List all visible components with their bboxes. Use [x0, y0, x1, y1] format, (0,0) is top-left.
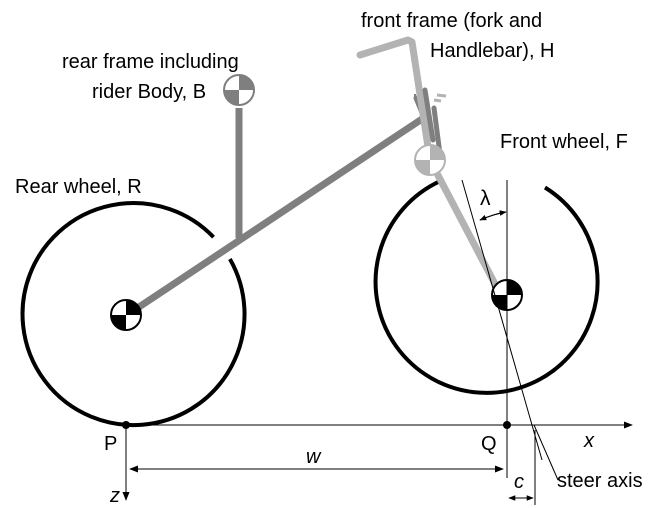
rear-body-mass-marker	[223, 74, 255, 106]
lambda-angle-arc	[479, 210, 507, 221]
rear-frame-label-line1: rear frame including	[62, 51, 239, 73]
rear-wheel-label: Rear wheel, R	[15, 176, 142, 198]
steer-axis-label: steer axis	[557, 470, 643, 492]
trail-dimension	[508, 430, 536, 505]
rear-frame	[123, 94, 435, 319]
trail-label: c	[514, 471, 524, 493]
contact-point-q	[503, 421, 511, 429]
steer-axis-pointer	[533, 424, 559, 481]
lambda-label: λ	[480, 187, 491, 210]
wheelbase-label: w	[306, 446, 322, 468]
contact-point-p	[122, 421, 130, 429]
front-frame-label-line2: Handlebar), H	[430, 40, 555, 62]
point-p-label: P	[104, 433, 117, 455]
front-wheel	[373, 179, 600, 395]
rear-wheel	[20, 201, 247, 428]
front-wheel-label: Front wheel, F	[500, 131, 628, 153]
rear-frame-label-line2: rider Body, B	[92, 81, 206, 103]
x-axis-label: x	[583, 430, 595, 452]
point-q-label: Q	[481, 433, 497, 455]
z-axis-label: z	[109, 485, 120, 507]
front-frame-label-line1: front frame (fork and	[361, 10, 542, 32]
front-frame-mass-marker	[414, 144, 446, 176]
rear-wheel-center-marker	[110, 299, 142, 331]
steer-axis-line	[461, 179, 543, 461]
